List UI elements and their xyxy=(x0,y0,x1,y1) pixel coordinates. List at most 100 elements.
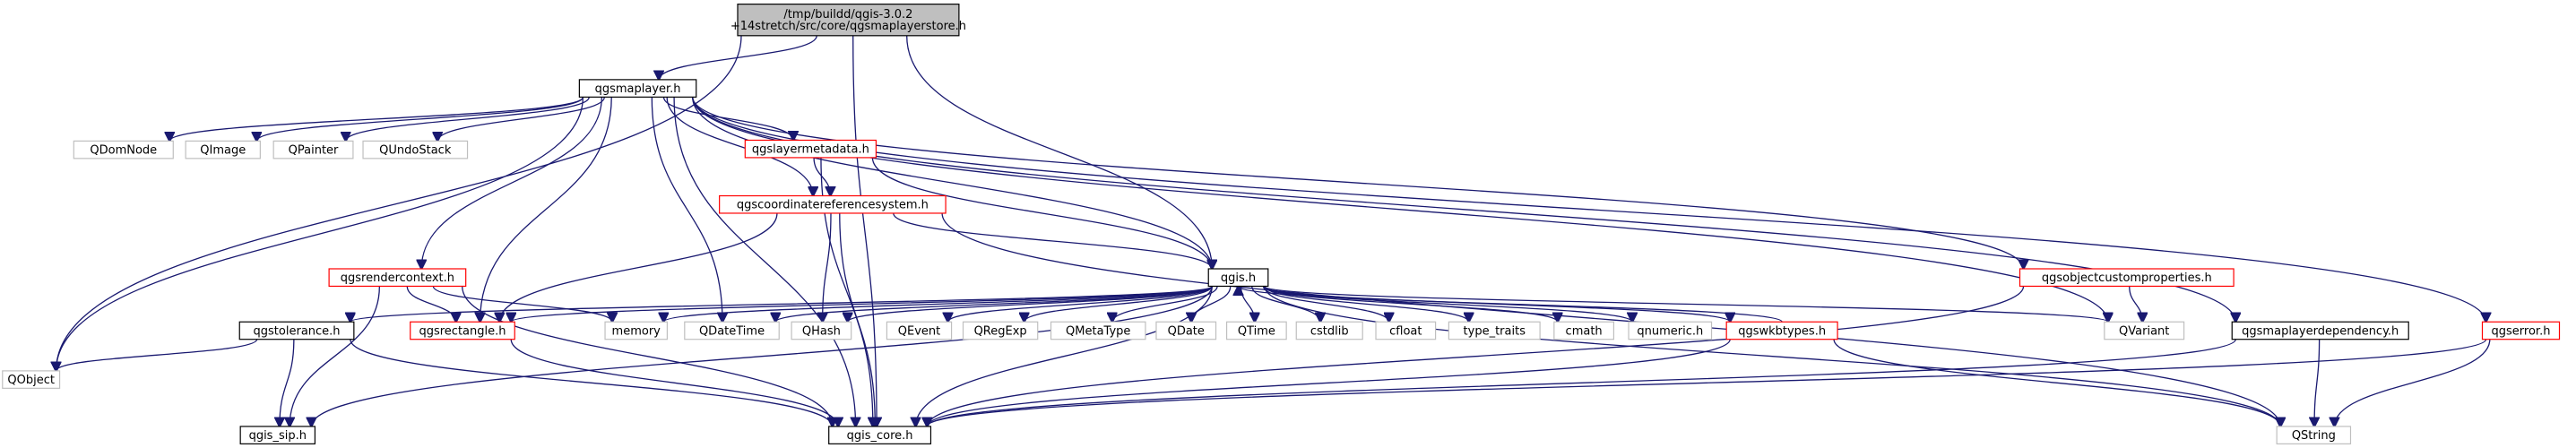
edge-qgis-to-memory xyxy=(663,285,1213,322)
edge-qgis-to-qgstolerance xyxy=(350,285,1213,322)
edge-qgsmaplayer-to-qgsobjectcustomproperties xyxy=(692,97,2024,269)
node-qgis-sip[interactable]: qgis_sip.h xyxy=(239,426,316,444)
node-QHash[interactable]: QHash xyxy=(791,321,852,340)
edge-qgsmaplayer-to-QDateTime xyxy=(651,97,722,322)
node-box xyxy=(684,321,780,340)
edge-qgserror-to-qgis-core xyxy=(927,339,2487,426)
node-QObject[interactable]: QObject xyxy=(2,370,61,389)
node-label: qgis.h xyxy=(1221,271,1256,285)
node-label: QTime xyxy=(1238,324,1275,338)
node-root[interactable]: /tmp/buildd/qgis-3.0.2+14stretch/src/cor… xyxy=(730,4,966,37)
edge-qgis-to-qgis-core xyxy=(916,286,1213,426)
node-box xyxy=(1207,268,1269,288)
node-QImage[interactable]: QImage xyxy=(185,140,261,159)
node-box xyxy=(828,426,932,444)
edge-qgsrendercontext-to-memory xyxy=(432,286,612,322)
edge-qgsmaplayer-to-qgslayermetadata xyxy=(662,97,793,140)
node-qgsmaplayer[interactable]: qgsmaplayer.h xyxy=(578,79,697,98)
edge-qgsmaplayer-to-qgis-core xyxy=(673,97,856,426)
node-qgsmaplayerdependency[interactable]: qgsmaplayerdependency.h xyxy=(2231,321,2409,340)
node-label: cmath xyxy=(1566,324,1603,338)
edge-qgsmaplayer-to-qgsrendercontext xyxy=(421,97,602,269)
node-label: qgstolerance.h xyxy=(254,324,341,338)
node-qgslayermetadata[interactable]: qgslayermetadata.h xyxy=(744,139,877,159)
node-label: qgsrectangle.h xyxy=(419,324,506,338)
node-QPainter[interactable]: QPainter xyxy=(272,140,354,159)
node-qgsrectangle[interactable]: qgsrectangle.h xyxy=(410,321,515,340)
node-QDomNode[interactable]: QDomNode xyxy=(73,140,174,159)
edge-root-to-qgis xyxy=(906,35,1213,269)
edge-qgsmaplayer-to-QDomNode xyxy=(169,96,584,141)
node-qgsrendercontext[interactable]: qgsrendercontext.h xyxy=(328,268,467,288)
node-qgstolerance[interactable]: qgstolerance.h xyxy=(238,321,355,340)
node-qgscrs[interactable]: qgscoordinatereferencesystem.h xyxy=(719,194,947,214)
edge-qgscrs-to-QString xyxy=(941,212,2280,426)
node-box xyxy=(744,139,877,159)
node-QMetaType[interactable]: QMetaType xyxy=(1050,321,1146,340)
node-cfloat[interactable]: cfloat xyxy=(1375,321,1437,340)
node-label: QRegExp xyxy=(974,324,1027,338)
edge-qgscrs-to-QHash xyxy=(823,212,832,322)
node-label: QMetaType xyxy=(1066,324,1130,338)
edge-qgis-to-qgis-sip xyxy=(311,286,1213,426)
node-label: QImage xyxy=(200,144,246,158)
node-qgis-core[interactable]: qgis_core.h xyxy=(828,426,932,444)
edge-qgsmaplayer-to-qgserror xyxy=(692,97,2486,322)
edge-qgsmaplayer-to-QImage xyxy=(256,97,584,141)
node-box xyxy=(2,370,61,389)
edge-qgsobjectcustomproperties-to-QVariant xyxy=(2129,286,2143,322)
node-qnumeric[interactable]: qnumeric.h xyxy=(1628,321,1713,340)
node-QRegExp[interactable]: QRegExp xyxy=(962,321,1039,340)
node-QUndoStack[interactable]: QUndoStack xyxy=(362,140,469,159)
node-box xyxy=(1375,321,1437,340)
node-box xyxy=(604,321,668,340)
edge-root-to-qgis-core xyxy=(852,35,877,426)
edge-qgslayermetadata-to-qgis xyxy=(871,157,1212,269)
node-label: memory xyxy=(612,324,661,338)
edge-qgsrendercontext-to-qgis-sip xyxy=(290,286,381,426)
node-label: +14stretch/src/core/qgsmaplayerstore.h xyxy=(730,20,966,33)
edge-qgswkbtypes-to-qgis xyxy=(1239,286,1783,323)
node-label: qgsrendercontext.h xyxy=(341,271,454,285)
node-cstdlib[interactable]: cstdlib xyxy=(1295,321,1363,340)
node-label: QDomNode xyxy=(90,144,157,158)
node-box xyxy=(2481,321,2561,340)
node-cmath[interactable]: cmath xyxy=(1553,321,1615,340)
edge-qgis-to-qgsrectangle xyxy=(511,285,1213,322)
edge-qgis-to-QEvent xyxy=(948,285,1213,322)
node-qgserror[interactable]: qgserror.h xyxy=(2481,321,2561,340)
node-qgswkbtypes[interactable]: qgswkbtypes.h xyxy=(1725,321,1838,340)
node-QVariant[interactable]: QVariant xyxy=(2104,321,2185,340)
edge-root-to-qgsmaplayer xyxy=(659,35,817,80)
node-box xyxy=(239,426,316,444)
node-label: cstdlib xyxy=(1310,324,1349,338)
edge-qgis-to-qnumeric xyxy=(1264,285,1632,322)
node-QDateTime[interactable]: QDateTime xyxy=(684,321,780,340)
edge-qgsmaplayer-to-QObject xyxy=(56,97,584,371)
node-box xyxy=(962,321,1039,340)
node-QDate[interactable]: QDate xyxy=(1155,321,1217,340)
node-QEvent[interactable]: QEvent xyxy=(886,321,953,340)
node-type-traits[interactable]: type_traits xyxy=(1448,321,1541,340)
node-box xyxy=(272,140,354,159)
node-qgis[interactable]: qgis.h xyxy=(1207,268,1269,288)
edge-qgsrectangle-to-qgis-core xyxy=(510,339,838,426)
node-label: type_traits xyxy=(1464,324,1526,338)
node-label: QDate xyxy=(1168,324,1205,338)
node-label: QDateTime xyxy=(699,324,765,338)
node-box xyxy=(1553,321,1615,340)
node-box xyxy=(1295,321,1363,340)
node-box xyxy=(1155,321,1217,340)
node-qgsobjectcustomproperties[interactable]: qgsobjectcustomproperties.h xyxy=(2018,268,2235,288)
node-QTime[interactable]: QTime xyxy=(1225,321,1287,340)
edge-qgstolerance-to-qgis-core xyxy=(350,339,833,426)
node-label: qgserror.h xyxy=(2492,324,2551,338)
node-label: QPainter xyxy=(289,144,339,158)
edge-qgsmaplayer-to-QPainter xyxy=(346,97,590,141)
node-QString[interactable]: QString xyxy=(2276,426,2352,444)
node-label: QObject xyxy=(7,374,55,387)
edge-qgscrs-to-qgis-core xyxy=(839,212,876,426)
node-memory[interactable]: memory xyxy=(604,321,668,340)
node-label: QHash xyxy=(802,324,841,338)
